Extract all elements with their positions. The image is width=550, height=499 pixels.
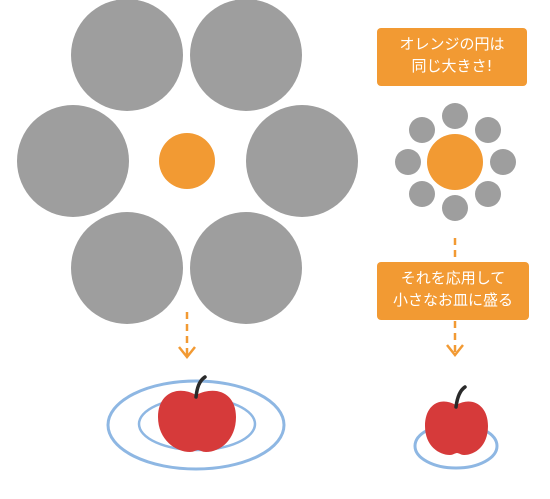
- callout-line: 同じ大きさ!: [411, 57, 493, 75]
- gray-dot: [490, 149, 516, 175]
- gray-circle: [190, 0, 302, 111]
- callout-same-size: オレンジの円は 同じ大きさ!: [377, 28, 527, 86]
- callout-apply-small-plate: それを応用して 小さなお皿に盛る: [377, 262, 529, 320]
- gray-dot: [409, 117, 435, 143]
- gray-dot: [409, 181, 435, 207]
- callout-line: オレンジの円は: [399, 35, 505, 53]
- gray-circle: [71, 0, 183, 111]
- apple-icon: [158, 375, 236, 452]
- orange-circle-left: [159, 133, 215, 189]
- gray-dot: [475, 181, 501, 207]
- gray-circle: [190, 212, 302, 324]
- gray-circle: [71, 212, 183, 324]
- apple-icon: [425, 385, 488, 455]
- orange-circle-right: [427, 134, 483, 190]
- arrow-down-icon: [446, 238, 464, 358]
- gray-dot: [442, 103, 468, 129]
- gray-dot: [442, 195, 468, 221]
- gray-dot: [475, 117, 501, 143]
- gray-circle: [17, 105, 129, 217]
- arrow-down-icon: [178, 312, 196, 360]
- gray-dot: [395, 149, 421, 175]
- callout-line: 小さなお皿に盛る: [392, 291, 513, 309]
- gray-circle: [246, 105, 358, 217]
- small-circle-group: [395, 103, 516, 221]
- callout-line: それを応用して: [400, 269, 506, 287]
- large-circle-group: [17, 0, 358, 324]
